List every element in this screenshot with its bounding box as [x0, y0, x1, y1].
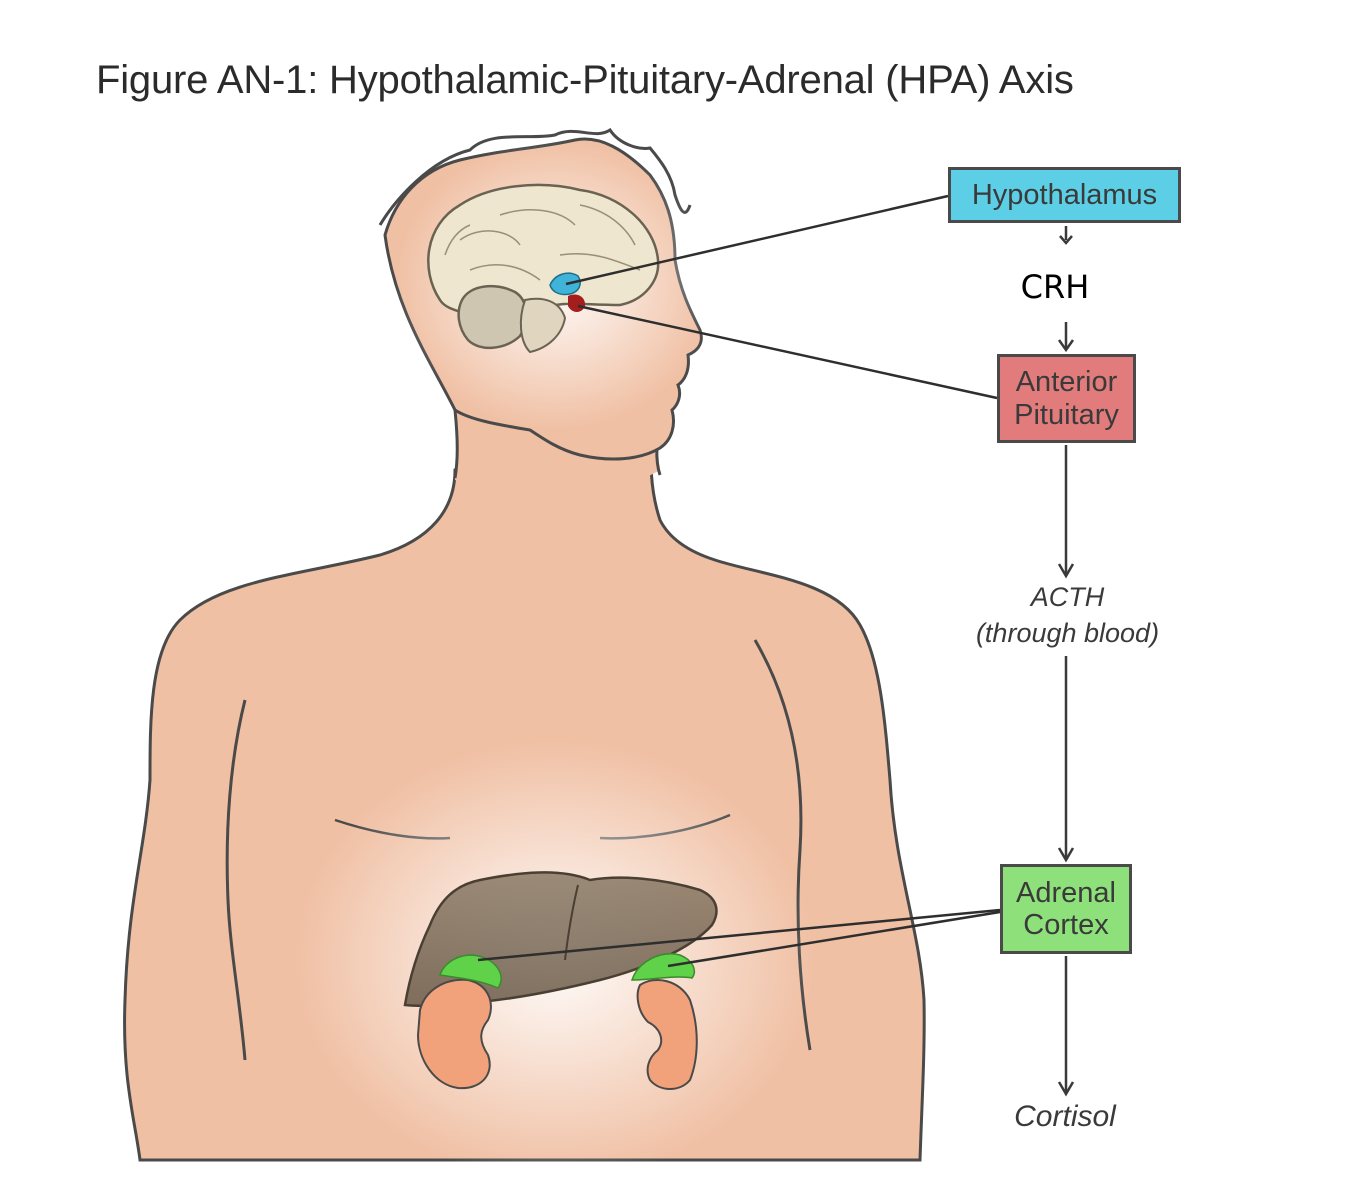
adrenal-gland-right: [439, 954, 502, 989]
hypothalamus-region: [549, 272, 581, 296]
connector-pituitary: [577, 304, 998, 400]
adrenal-gland-left: [630, 953, 696, 981]
arm-line-left: [225, 699, 247, 1061]
adrenal-cortex-label-line2: Cortex: [1023, 909, 1109, 941]
acth-note-label: (through blood): [975, 618, 1160, 648]
adrenal-cortex-box: Adrenal Cortex: [1000, 864, 1132, 954]
neck-line-left: [453, 409, 459, 479]
flow-arrows: [1057, 226, 1075, 1097]
hypothalamus-box: Hypothalamus: [948, 167, 1181, 223]
hypothalamus-label: Hypothalamus: [971, 178, 1158, 211]
connector-adrenal-right: [477, 908, 1001, 962]
anterior-pituitary-label-line1: Anterior: [1015, 366, 1118, 399]
human-body: [123, 380, 926, 1180]
kidney-right: [416, 978, 492, 1090]
acth-label: ACTH: [1030, 582, 1105, 612]
abdominal-organs: [403, 871, 718, 1090]
connector-hypothalamus: [565, 194, 949, 286]
connector-lines: [477, 194, 1001, 968]
anterior-pituitary-label-line2: Pituitary: [1014, 398, 1119, 431]
cortisol-label: Cortisol: [1014, 1100, 1116, 1133]
arrowhead-pituitary-to-acth: [1057, 563, 1075, 579]
cerebellum: [457, 285, 528, 349]
brainstem: [519, 297, 567, 354]
arrowhead-crh-to-pituitary: [1057, 339, 1075, 353]
anterior-pituitary-box: Anterior Pituitary: [997, 354, 1136, 443]
arrowhead-acth-to-adrenal: [1057, 847, 1075, 863]
connector-adrenal-left: [667, 910, 1001, 968]
kidney-left: [636, 979, 698, 1090]
figure-title: Figure AN-1: Hypothalamic-Pituitary-Adre…: [96, 58, 1074, 102]
liver-fissure: [564, 884, 579, 961]
brain: [427, 183, 660, 354]
arrowhead-adrenal-to-cortisol: [1057, 1081, 1075, 1097]
brain-folds: [444, 204, 641, 281]
crh-label: CRH: [1020, 268, 1090, 306]
adrenal-cortex-label-line1: Adrenal: [1016, 876, 1116, 909]
arrowhead-hypo-to-crh: [1059, 235, 1073, 245]
